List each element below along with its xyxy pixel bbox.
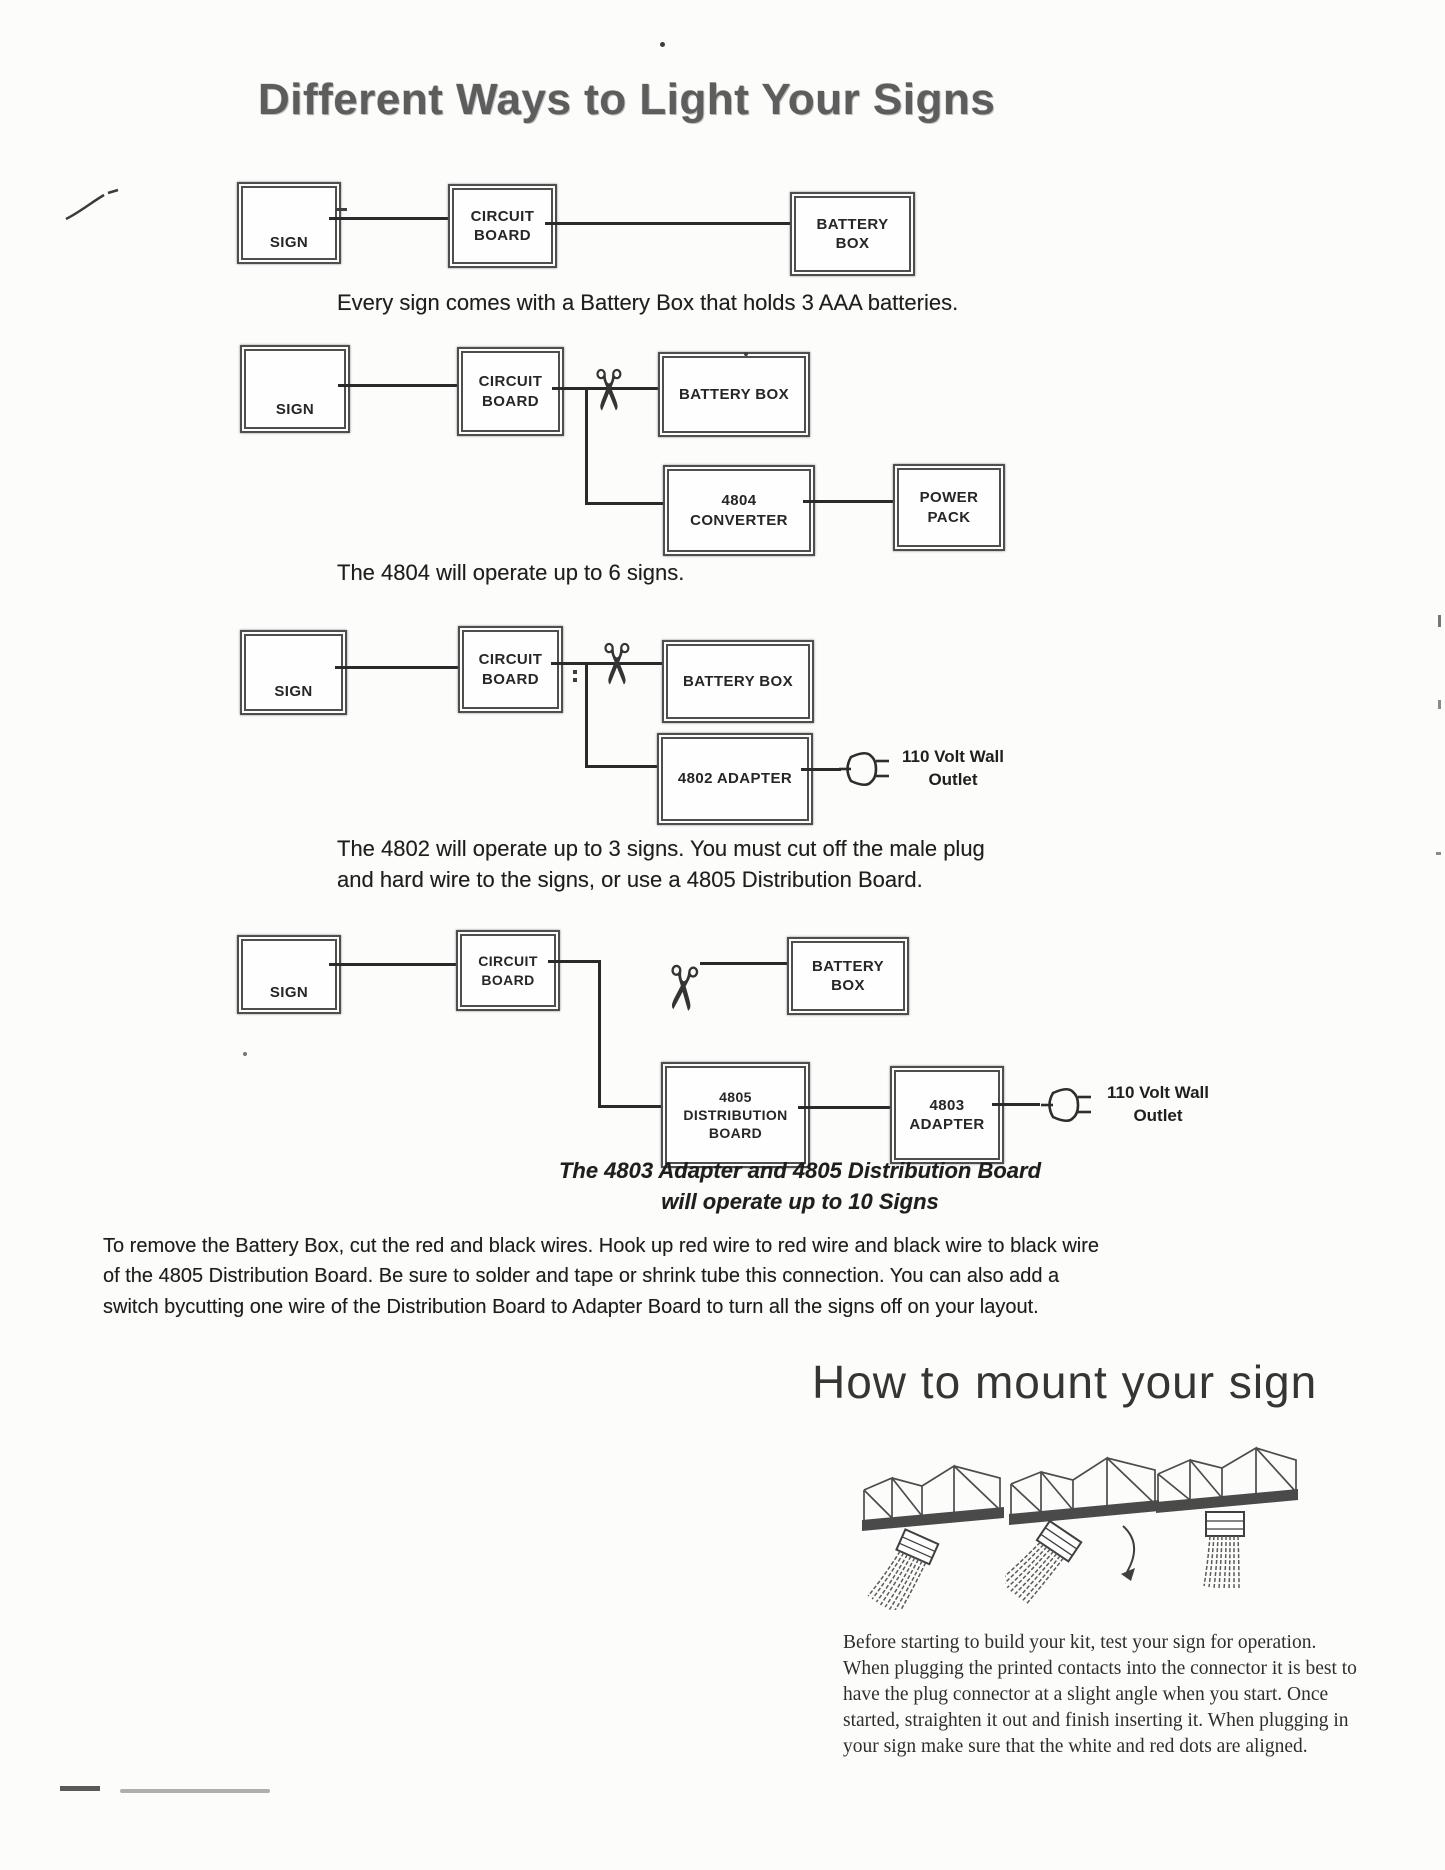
wire-line: [545, 222, 790, 225]
page-title: Different Ways to Light Your Signs: [258, 75, 996, 124]
sign-box: SIGN: [237, 935, 341, 1014]
battery-box: BATTERY BOX: [787, 937, 909, 1015]
wire-line: [329, 217, 448, 220]
scan-artifact: [744, 352, 748, 356]
wire-line: [598, 1105, 661, 1108]
adapter-box: 4803 ADAPTER: [890, 1066, 1004, 1164]
mount-section-title: How to mount your sign: [812, 1356, 1318, 1408]
distribution-board-label: 4805 DISTRIBUTION BOARD: [683, 1088, 788, 1142]
ribbon-cable: [1005, 1541, 1064, 1605]
sign-base-bar: [1009, 1500, 1159, 1525]
scissors-icon: ✂: [584, 640, 648, 688]
diagram2-caption: The 4804 will operate up to 6 signs.: [337, 560, 685, 585]
scan-artifact: [65, 188, 119, 221]
adapter-box-label: 4802 ADAPTER: [677, 770, 793, 788]
sign-box: SIGN: [240, 345, 350, 433]
scan-artifact: [120, 1789, 270, 1793]
distribution-board-box: 4805 DISTRIBUTION BOARD: [661, 1062, 810, 1168]
battery-box: BATTERY BOX: [658, 352, 810, 437]
scan-artifact: [1436, 852, 1441, 855]
sign-box-label: SIGN: [275, 400, 315, 418]
sign-box: SIGN: [240, 630, 347, 715]
scan-artifact: [573, 670, 577, 674]
mounting-step1-illustration: [862, 1464, 1004, 1610]
sign-base-bar: [1156, 1489, 1298, 1513]
sign-box-label: SIGN: [269, 233, 309, 251]
converter-box-label: 4804 CONVERTER: [690, 492, 788, 529]
ribbon-cable: [867, 1550, 927, 1610]
rotate-arrow-icon: [1122, 1525, 1135, 1573]
wire-line: [585, 662, 588, 768]
wire-line: [338, 384, 457, 387]
power-pack-label: POWER PACK: [919, 489, 979, 526]
scan-artifact: [60, 1786, 100, 1791]
scan-artifact: [243, 1052, 247, 1056]
adapter-box-label: 4803 ADAPTER: [909, 1096, 985, 1134]
wall-outlet-label: 110 Volt Wall Outlet: [901, 747, 1005, 789]
battery-box: BATTERY BOX: [790, 192, 915, 276]
battery-box-label: BATTERY BOX: [812, 957, 884, 995]
scan-artifact: [1438, 700, 1441, 709]
wire-line: [585, 387, 588, 505]
circuit-board-box: CIRCUIT BOARD: [456, 930, 560, 1011]
scan-artifact: [336, 208, 347, 211]
circuit-board-box: CIRCUIT BOARD: [458, 626, 563, 713]
sign-box: SIGN: [237, 182, 341, 264]
wire-line: [548, 960, 601, 963]
scan-artifact: [980, 1168, 984, 1171]
diagram1-caption: Every sign comes with a Battery Box that…: [337, 290, 959, 315]
diagram4-caption: The 4803 Adapter and 4805 Distribution B…: [558, 1158, 1042, 1214]
wire-line: [329, 963, 456, 966]
scan-artifact: [660, 42, 665, 47]
wire-line: [585, 765, 657, 768]
plug-connector: [1035, 1519, 1083, 1563]
mounting-step3-illustration: [1156, 1446, 1298, 1591]
scissors-icon: ✂: [645, 959, 718, 1017]
circuit-board-box: CIRCUIT BOARD: [457, 347, 564, 436]
scan-artifact: [573, 678, 577, 682]
plug-icon: [839, 751, 889, 787]
sign-base-bar: [862, 1507, 1004, 1531]
wire-line: [552, 387, 658, 390]
sign-box-label: SIGN: [274, 682, 313, 700]
wire-line: [803, 500, 893, 503]
mount-instructions-paragraph: Before starting to build your kit, test …: [843, 1632, 1357, 1757]
power-pack-box: POWER PACK: [893, 464, 1005, 551]
battery-box-label: BATTERY BOX: [816, 215, 889, 253]
sign-box-label: SIGN: [269, 983, 309, 1001]
circuit-board-label: CIRCUIT BOARD: [478, 651, 543, 688]
circuit-board-label: CIRCUIT BOARD: [478, 953, 538, 988]
wire-line: [798, 1106, 890, 1109]
plug-connector: [895, 1528, 940, 1566]
wire-line: [551, 662, 662, 665]
ribbon-cable: [1203, 1535, 1240, 1591]
mounting-step2-illustration: [1005, 1456, 1159, 1605]
wall-outlet-label: 110 Volt Wall Outlet: [1106, 1083, 1210, 1125]
circuit-board-label: CIRCUIT BOARD: [470, 207, 535, 245]
wiring-note-paragraph: To remove the Battery Box, cut the red a…: [103, 1235, 1100, 1318]
diagram3-caption: The 4802 will operate up to 3 signs. You…: [337, 836, 985, 892]
converter-box: 4804 CONVERTER: [663, 465, 815, 556]
circuit-board-label: CIRCUIT BOARD: [478, 373, 543, 410]
battery-box-label: BATTERY BOX: [679, 385, 789, 403]
circuit-board-box: CIRCUIT BOARD: [448, 184, 557, 268]
wire-line: [992, 1103, 1040, 1106]
battery-box: BATTERY BOX: [662, 640, 814, 723]
wire-line: [598, 960, 601, 1108]
adapter-box: 4802 ADAPTER: [657, 733, 813, 825]
battery-box-label: BATTERY BOX: [683, 672, 793, 690]
plug-icon: [1041, 1087, 1091, 1123]
scan-artifact: [1438, 615, 1441, 627]
wire-line: [700, 962, 787, 965]
wire-line: [801, 768, 841, 771]
wire-line: [585, 502, 663, 505]
wire-line: [335, 666, 458, 669]
plug-connector: [1205, 1511, 1245, 1537]
